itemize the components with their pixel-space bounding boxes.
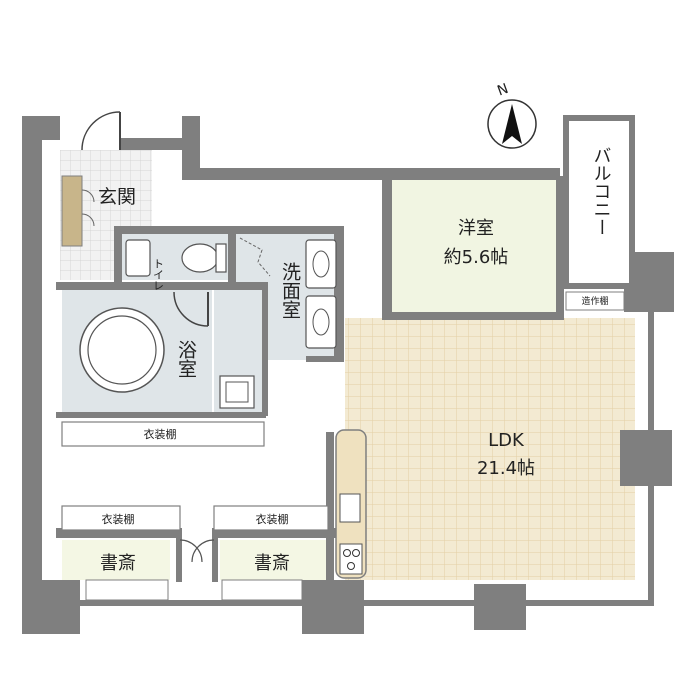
toilet-sink — [125, 239, 151, 277]
exterior-walls — [22, 116, 674, 634]
closet-left-label: 衣装棚 — [102, 512, 135, 526]
stove-burner — [352, 549, 360, 557]
western-room-name: 洋室 — [458, 218, 494, 239]
toilet-label: トイレ — [152, 258, 165, 291]
stove-burner — [343, 549, 351, 557]
balcony-label: バルコニー — [591, 146, 612, 236]
study-left-window — [85, 579, 169, 601]
entrance-door-arc — [81, 111, 121, 151]
bath-shower-inner — [225, 381, 249, 403]
toilet-bowl — [181, 243, 219, 273]
study-right-label: 書斎 — [254, 553, 290, 574]
closet-top — [61, 421, 265, 447]
washroom-door — [239, 237, 271, 277]
balcony-outline — [563, 115, 635, 289]
built-in-shelf — [565, 291, 625, 311]
study-left-label: 書斎 — [100, 553, 136, 574]
north-compass: N — [487, 81, 537, 149]
kitchen-sink — [339, 493, 361, 523]
bath-label: 浴室 — [175, 340, 197, 378]
study-left-floor — [62, 540, 170, 580]
closet-right-label: 衣装棚 — [256, 512, 289, 526]
study-door-left-arc — [179, 539, 203, 563]
study-right-window — [221, 579, 303, 601]
toilet-tank — [215, 243, 227, 273]
shoe-door-arc — [81, 189, 95, 227]
interior-walls — [56, 176, 564, 582]
built-in-shelf-label: 造作棚 — [581, 295, 608, 307]
bath-door-arc — [173, 291, 209, 327]
shoe-cabinet — [61, 175, 83, 247]
washroom-label: 洗面室 — [279, 262, 301, 319]
closet-right — [213, 505, 329, 531]
western-room-floor — [392, 178, 560, 314]
compass-needle-icon — [502, 104, 522, 144]
basin-oval-top — [312, 250, 330, 278]
kitchen-stove — [339, 543, 363, 575]
bathtub-inner — [87, 315, 157, 385]
ldk-floor — [345, 318, 635, 580]
basin-oval-bottom — [312, 308, 330, 336]
study-right-floor — [220, 540, 328, 580]
stove-burner — [347, 562, 355, 570]
western-room-size: 約5.6帖 — [444, 247, 509, 268]
compass-letter: N — [495, 81, 510, 100]
ldk-name: LDK — [488, 430, 525, 451]
study-door-right-arc — [191, 539, 215, 563]
entrance-label: 玄関 — [98, 186, 136, 208]
ldk-size: 21.4帖 — [477, 458, 535, 479]
closet-left — [61, 505, 181, 531]
closet-top-label: 衣装棚 — [144, 427, 177, 441]
